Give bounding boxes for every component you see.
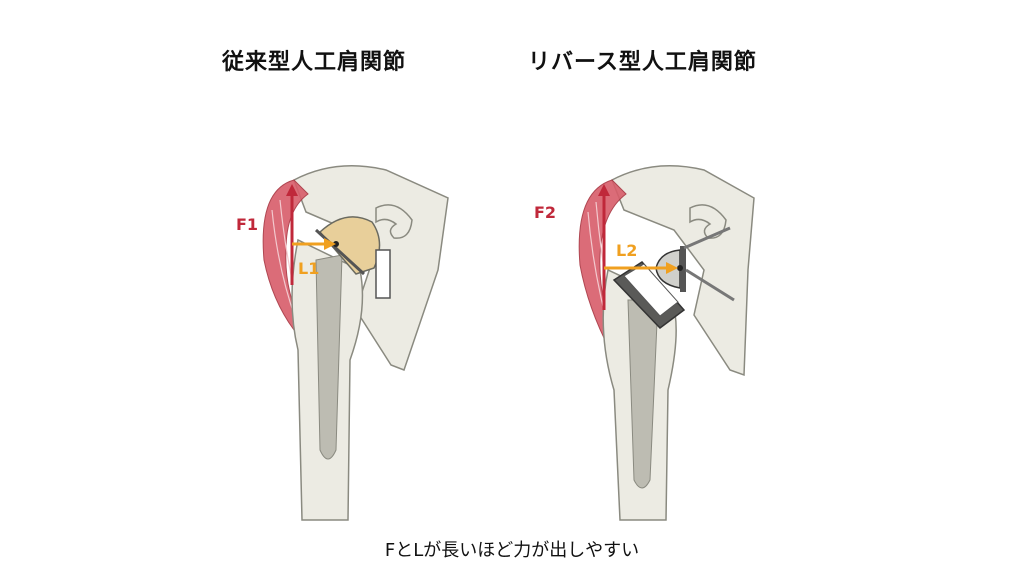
- humeral-stem: [315, 254, 343, 460]
- glenoid-component: [375, 249, 391, 299]
- reverse-prosthesis-title: リバース型人工肩関節: [528, 50, 757, 75]
- label-f2: F2: [534, 203, 556, 222]
- caption: FとLが長いほど力が出しやすい: [384, 540, 640, 561]
- coracoid: [375, 204, 413, 239]
- reverse-shoulder-diagram: F2 L2: [534, 150, 784, 521]
- humeral-stem: [627, 299, 659, 489]
- conventional-shoulder-diagram: F1 L1: [236, 150, 466, 521]
- label-l2: L2: [616, 241, 637, 260]
- baseplate: [680, 246, 686, 292]
- conventional-prosthesis-title: 従来型人工肩関節: [222, 50, 407, 75]
- label-l1: L1: [298, 259, 319, 278]
- label-f1: F1: [236, 215, 258, 234]
